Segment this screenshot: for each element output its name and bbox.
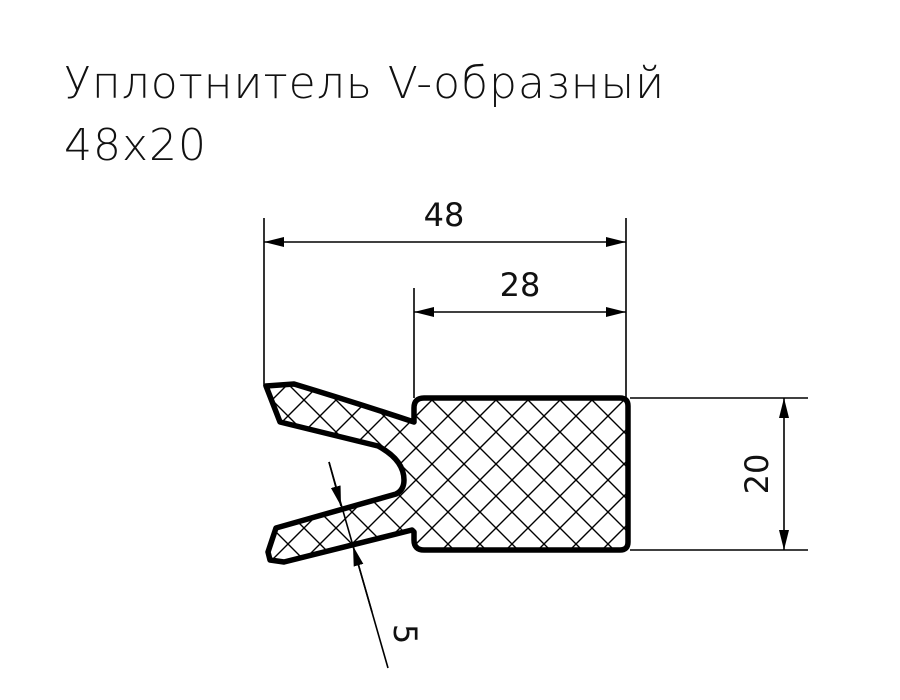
title-line-2: 48x20 xyxy=(64,120,208,171)
title-line-1: Уплотнитель V-образный xyxy=(64,58,666,109)
dim-label-20: 20 xyxy=(738,454,776,495)
dim-label-48: 48 xyxy=(424,196,465,234)
dim-label-28: 28 xyxy=(500,266,541,304)
dim-label-5: 5 xyxy=(386,624,424,644)
seal-profile xyxy=(263,381,631,565)
thickness-arrows xyxy=(328,461,373,613)
